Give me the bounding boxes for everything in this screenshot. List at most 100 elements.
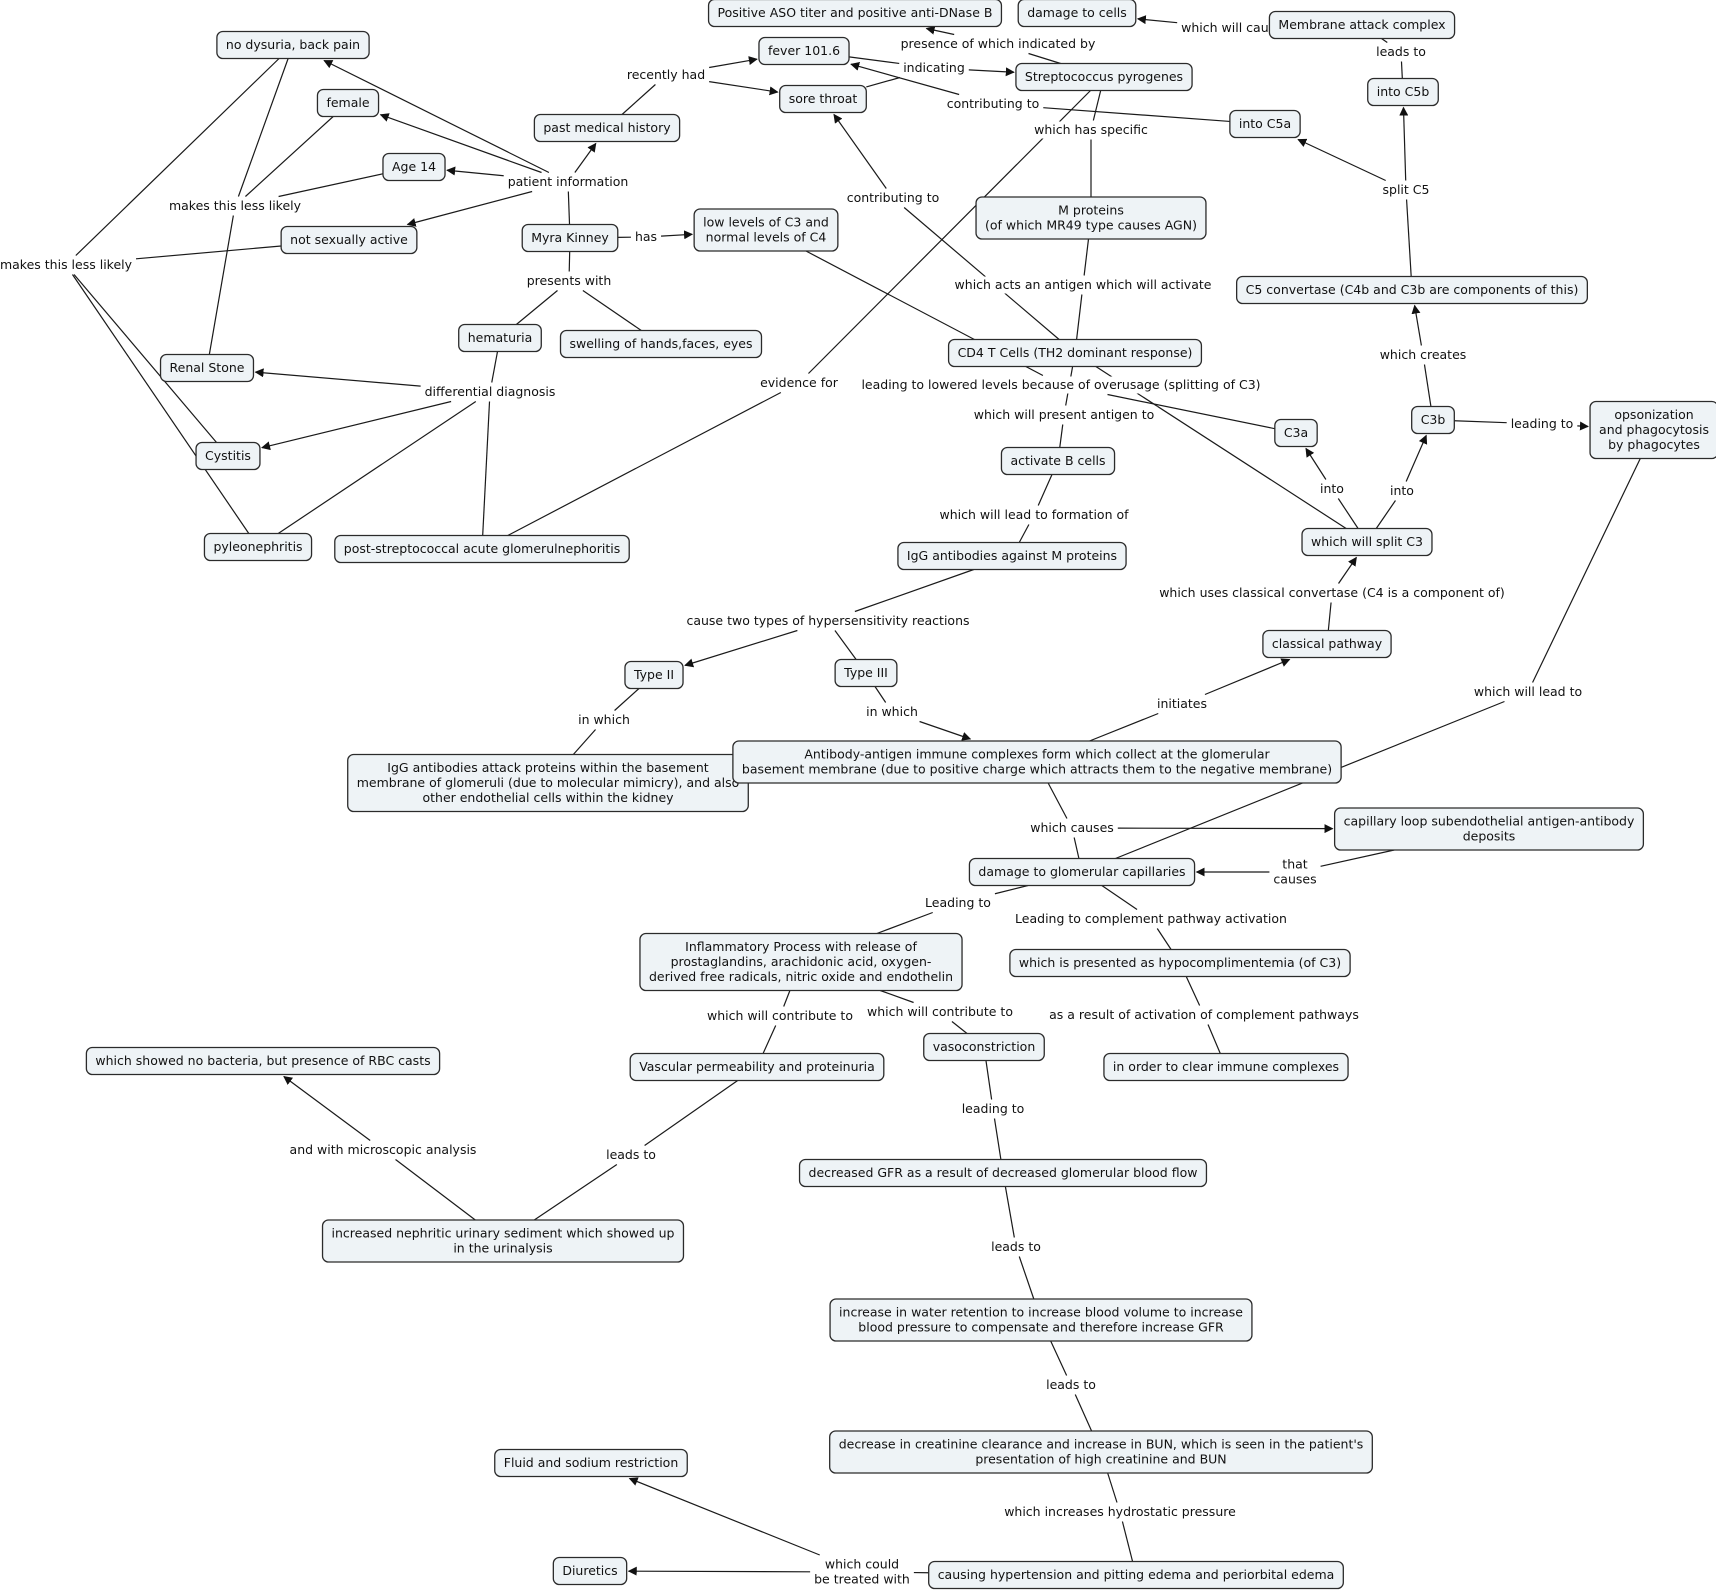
- connector-inflam-to-contrib4: [880, 989, 914, 1004]
- link-text-lowered: leading to lowered levels because of ove…: [861, 377, 1260, 392]
- concept-text-htn: causing hypertension and pitting edema a…: [938, 1567, 1335, 1582]
- link-bg-treated: [811, 1556, 913, 1588]
- concept-vasc: Vascular permeability and proteinuria: [629, 1052, 885, 1082]
- concept-aso: Positive ASO titer and positive anti-DNa…: [707, 0, 1003, 28]
- connector-hyper-to-type3: [834, 630, 857, 660]
- concept-box-aso: [707, 0, 1003, 28]
- link-bg-thatcauses: [1270, 856, 1320, 888]
- concept-igg: IgG antibodies against M proteins: [897, 541, 1127, 571]
- concept-hematuria: hematuria: [458, 323, 542, 353]
- concept-rbc: which showed no bacteria, but presence o…: [85, 1046, 441, 1076]
- concept-text-iggattack: other endothelial cells within the kidne…: [422, 790, 674, 805]
- connector-c5conv-to-splitc5: [1405, 199, 1412, 277]
- connector-antigen-to-cd4: [1075, 294, 1083, 340]
- link-contrib2: contributing to: [843, 189, 943, 207]
- link-text-leadsto_c5b: leads to: [1376, 44, 1426, 59]
- link-bg-recently: [623, 66, 709, 84]
- concept-text-iggattack: IgG antibodies attack proteins within th…: [387, 760, 708, 775]
- link-text-has: has: [635, 229, 657, 244]
- connector-hypo-to-asresult: [1185, 976, 1201, 1006]
- connector-gfr-to-leadsto_water: [1004, 1186, 1015, 1238]
- concept-swelling: swelling of hands,faces, eyes: [559, 329, 763, 359]
- concept-box-type3: [834, 658, 898, 688]
- concept-water: increase in water retention to increase …: [829, 1298, 1253, 1342]
- concept-text-strep: Streptococcus pyrogenes: [1025, 69, 1183, 84]
- link-bg-inwhich2: [575, 711, 633, 729]
- connector-patientinfo-to-notsex: [406, 190, 533, 227]
- connector-contrib2-to-sore: [833, 113, 887, 189]
- concept-box-renal: [159, 353, 255, 383]
- concept-pyelo: pyleonephritis: [203, 532, 313, 562]
- concept-box-htn: [928, 1560, 1344, 1590]
- link-hasspecific: which has specific: [1031, 121, 1151, 139]
- concept-text-fluid: Fluid and sodium restriction: [504, 1455, 679, 1470]
- link-leadto_dmg: which will lead to: [1470, 683, 1586, 701]
- link-bg-leadingto_ops: [1507, 415, 1577, 433]
- link-leadsto_sed: leads to: [603, 1146, 659, 1164]
- link-text-presence: presence of which indicated by: [901, 36, 1096, 51]
- concept-c3a: C3a: [1274, 418, 1318, 448]
- connector-leading_comp-to-hypo: [1156, 928, 1172, 950]
- link-bg-leadsto_water: [988, 1238, 1044, 1256]
- concept-bcells: activate B cells: [1000, 446, 1116, 476]
- link-bg-into_c3b: [1387, 482, 1417, 500]
- concept-text-c5conv: C5 convertase (C4b and C3b are component…: [1246, 282, 1579, 297]
- concept-box-diuretics: [552, 1556, 628, 1586]
- connector-creates-to-c5conv: [1411, 304, 1422, 346]
- link-bg-microscopic: [286, 1141, 480, 1159]
- link-bg-usesclassical: [1156, 584, 1508, 602]
- concept-box-sore: [779, 84, 867, 114]
- link-text-treated: be treated with: [814, 1572, 910, 1587]
- link-bg-patientinfo: [504, 173, 632, 191]
- concept-box-vasc: [629, 1052, 885, 1082]
- concept-box-classical: [1262, 629, 1392, 659]
- link-creates: which creates: [1376, 346, 1470, 364]
- connector-presence-to-aso: [925, 25, 955, 36]
- concept-box-c3a: [1274, 418, 1318, 448]
- concept-splitc3: which will split C3: [1301, 527, 1433, 557]
- concept-fever: fever 101.6: [758, 36, 850, 66]
- link-text-hasspecific: which has specific: [1034, 122, 1148, 137]
- link-has: has: [631, 228, 661, 246]
- link-bg-causes: [1027, 819, 1117, 837]
- concept-box-age: [382, 152, 446, 182]
- concept-box-vaso: [923, 1032, 1045, 1062]
- concept-text-c3b: C3b: [1421, 412, 1446, 427]
- connector-water-to-leadsto_creat: [1050, 1340, 1068, 1376]
- link-text-hyper: cause two types of hypersensitivity reac…: [686, 613, 969, 628]
- link-leadsto_c5b: leads to: [1373, 43, 1429, 61]
- link-text-presents: presents with: [527, 273, 612, 288]
- concept-text-mprot: (of which MR49 type causes AGN): [985, 218, 1197, 233]
- connector-usesclassical-to-splitc3: [1338, 556, 1357, 584]
- link-leadsto_creat: leads to: [1043, 1376, 1099, 1394]
- concept-box-psagn: [334, 534, 630, 564]
- concept-nodysuria: no dysuria, back pain: [216, 30, 370, 60]
- concept-text-sediment: increased nephritic urinary sediment whi…: [332, 1226, 675, 1241]
- concept-text-opson: opsonization: [1614, 407, 1693, 422]
- concept-box-strep: [1015, 62, 1193, 92]
- link-text-microscopic: and with microscopic analysis: [290, 1142, 477, 1157]
- connector-psagn-to-evidence: [507, 391, 782, 537]
- concept-text-lowc3: low levels of C3 and: [703, 215, 829, 230]
- concept-box-c5a: [1229, 109, 1301, 139]
- link-contrib3: which will contribute to: [704, 1007, 856, 1025]
- concept-text-capillary: capillary loop subendothelial antigen-an…: [1344, 814, 1635, 829]
- link-hydro: which increases hydrostatic pressure: [1001, 1503, 1239, 1521]
- concept-text-psagn: post-streptococcal acute glomerulnephori…: [344, 541, 620, 556]
- connector-initiates-to-classical: [1204, 658, 1291, 696]
- link-presentag: which will present antigen to: [970, 406, 1158, 424]
- link-bg-leading_comp: [1012, 910, 1290, 928]
- link-bg-contrib3: [704, 1007, 856, 1025]
- link-bg-contrib4: [864, 1003, 1016, 1021]
- concept-text-c3a: C3a: [1284, 425, 1308, 440]
- link-evidence: evidence for: [757, 374, 841, 392]
- link-bg-inwhich3: [863, 703, 921, 721]
- concept-strep: Streptococcus pyrogenes: [1015, 62, 1193, 92]
- connector-complexes-to-causes: [1047, 782, 1068, 819]
- link-inwhich2: in which: [575, 711, 633, 729]
- concept-dmgcells: damage to cells: [1017, 0, 1137, 28]
- link-presents: presents with: [523, 272, 615, 290]
- link-bg-asresult: [1046, 1006, 1362, 1024]
